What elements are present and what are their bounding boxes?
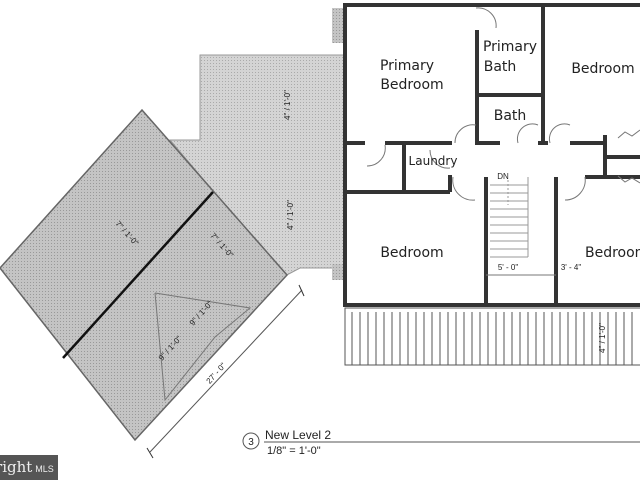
exterior-wall	[343, 3, 640, 307]
deck-slats	[351, 312, 633, 365]
room-label-primary-bedroom: Primary	[380, 58, 434, 74]
slope-label: 4" / 1'-0"	[283, 90, 292, 120]
bifold-door	[617, 175, 640, 184]
room-label-primary-bath: Bath	[484, 59, 517, 75]
dimension-label: 5' - 0"	[498, 263, 519, 272]
dimension-tick	[298, 284, 305, 297]
staircase[interactable]	[490, 177, 529, 258]
watermark-suffix: MLS	[35, 464, 54, 474]
slope-label: 4" / 1'-0"	[286, 200, 295, 230]
slope-label: 4" / 1'-0"	[598, 323, 607, 353]
stair-direction-label: DN	[497, 172, 509, 181]
room-label-bedroom: Bedroom	[585, 245, 640, 261]
roof-ridge	[62, 191, 214, 359]
room-label-primary-bath: Primary	[483, 39, 537, 55]
deck	[344, 307, 640, 366]
view-scale: 1/8" = 1'-0"	[267, 445, 321, 457]
dimension-line-27	[149, 289, 303, 453]
watermark-logo: BrightMLS	[0, 455, 58, 480]
bifold-door	[617, 129, 640, 139]
door-swings	[366, 7, 586, 201]
view-number: 3	[248, 437, 254, 448]
room-label-primary-bedroom: Bedroom	[380, 77, 443, 93]
cricket	[154, 292, 252, 402]
watermark-brand: Bright	[0, 458, 33, 476]
room-label-bedroom: Bedroom	[380, 245, 443, 261]
pitched-roof	[0, 108, 289, 442]
roof-stub-top	[332, 8, 345, 43]
dimension-tick	[146, 447, 154, 459]
room-label-laundry: Laundry	[409, 154, 458, 168]
view-title: New Level 2	[265, 428, 331, 442]
dimension-label: 3' - 4"	[561, 263, 582, 272]
room-label-bath: Bath	[494, 108, 527, 124]
interior-walls	[345, 5, 640, 305]
room-label-bedroom: Bedroom	[571, 61, 634, 77]
roof-stub-bottom	[332, 264, 345, 280]
view-number-circle	[242, 432, 260, 450]
